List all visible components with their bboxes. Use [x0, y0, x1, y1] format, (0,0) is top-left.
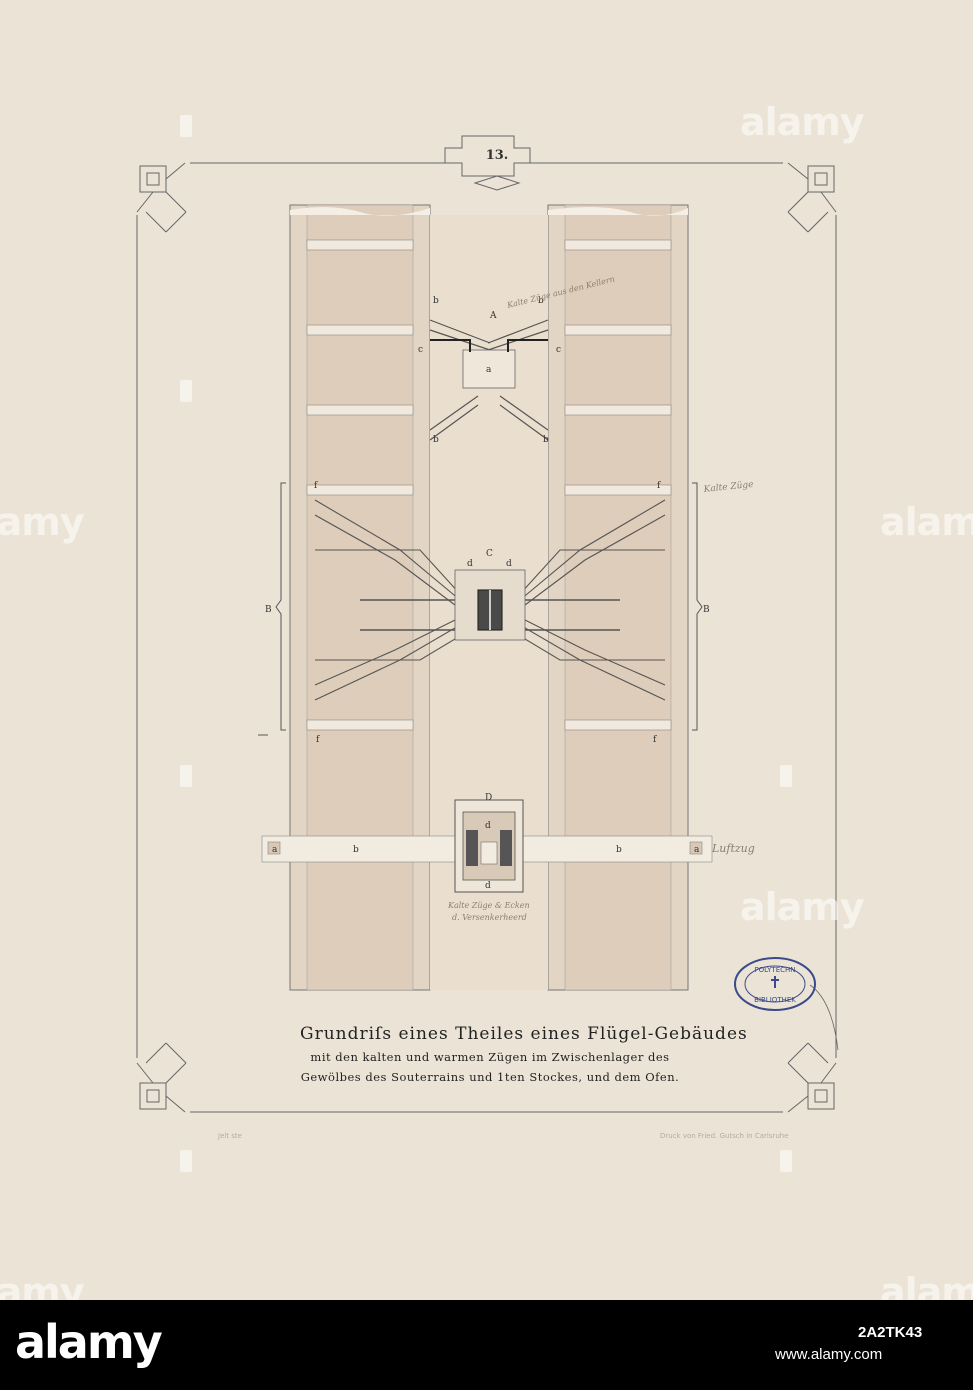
watermark-mark: [180, 1150, 192, 1172]
watermark-mark: [180, 380, 192, 402]
label-b: b: [353, 845, 359, 855]
corner-ornament-tl: [136, 162, 187, 233]
printer-mark-left: Jelt ste: [218, 1132, 242, 1140]
flue-system-a: [429, 319, 549, 441]
printer-credit: Druck von Fried. Gutsch in Carlsruhe: [660, 1132, 789, 1140]
label-c: c: [556, 345, 561, 355]
plan-letters: A a b b b b c c C d d D d d b b a a B B …: [265, 296, 710, 891]
watermark-mark: [180, 765, 192, 787]
oven-d: [454, 799, 524, 893]
alamy-logo: alamy: [15, 1315, 163, 1369]
watermark: alamy: [740, 100, 865, 144]
plate-title: Grundriſs eines Theiles eines Flügel-Geb…: [300, 1024, 748, 1044]
watermark: alamy: [740, 885, 865, 929]
flue-system-c: [314, 499, 666, 701]
label-d: d: [467, 559, 473, 569]
label-f: f: [657, 481, 661, 491]
corner-ornament-tr: [787, 162, 837, 233]
watermark-mark: [780, 765, 792, 787]
label-f: f: [316, 735, 320, 745]
label-a: a: [486, 365, 492, 375]
label-b: b: [543, 435, 549, 445]
label-d-section: D: [485, 793, 492, 803]
note-luftzug: Luftzug: [711, 842, 755, 855]
label-a: a: [272, 845, 278, 855]
ornamental-frame: [136, 135, 837, 1113]
label-b-section: B: [703, 605, 710, 615]
label-b: b: [538, 296, 544, 306]
note-oven-2: d. Versenkerheerd: [452, 913, 527, 922]
note-right: Kalte Züge: [702, 480, 754, 495]
label-f: f: [314, 481, 318, 491]
corner-ornament-bl: [136, 1042, 187, 1113]
label-b: b: [433, 435, 439, 445]
label-d: d: [506, 559, 512, 569]
label-b: b: [616, 845, 622, 855]
library-stamp: POLYTECHN BIBLIOTHEK: [734, 957, 816, 1011]
watermark-mark: [180, 115, 192, 137]
label-a-section: A: [489, 311, 497, 321]
image-id: 2A2TK43: [858, 1324, 923, 1341]
note-oven-1: Kalte Züge & Ecken: [447, 901, 530, 910]
label-f: f: [653, 735, 657, 745]
plate-subtitle-line-2: Gewölbes des Souterrains und 1ten Stocke…: [300, 1070, 680, 1084]
label-b-section: B: [265, 605, 272, 615]
plate-number: 13.: [485, 148, 509, 163]
stock-footer-bar: [0, 1300, 973, 1390]
watermark-mark: [780, 1150, 792, 1172]
label-a: a: [694, 845, 700, 855]
stamp-line-2: BIBLIOTHEK: [754, 996, 796, 1004]
watermark: alamy: [0, 500, 85, 544]
stamp-line-1: POLYTECHN: [754, 966, 795, 974]
label-c: c: [418, 345, 423, 355]
floor-plan-drawing: A a b b b b c c C d d D d d b b a a B B …: [136, 135, 839, 1113]
plate-subtitle-line-1: mit den kalten und warmen Zügen im Zwisc…: [310, 1050, 670, 1064]
label-b: b: [433, 296, 439, 306]
label-d: d: [485, 821, 491, 831]
watermark: alamy: [880, 500, 973, 544]
label-c-section: C: [486, 549, 493, 559]
label-d: d: [485, 881, 491, 891]
site-url: www.alamy.com: [775, 1346, 883, 1363]
bracket-b: [258, 482, 703, 736]
corner-ornament-br: [787, 1042, 837, 1113]
cross-bands: [261, 239, 713, 863]
